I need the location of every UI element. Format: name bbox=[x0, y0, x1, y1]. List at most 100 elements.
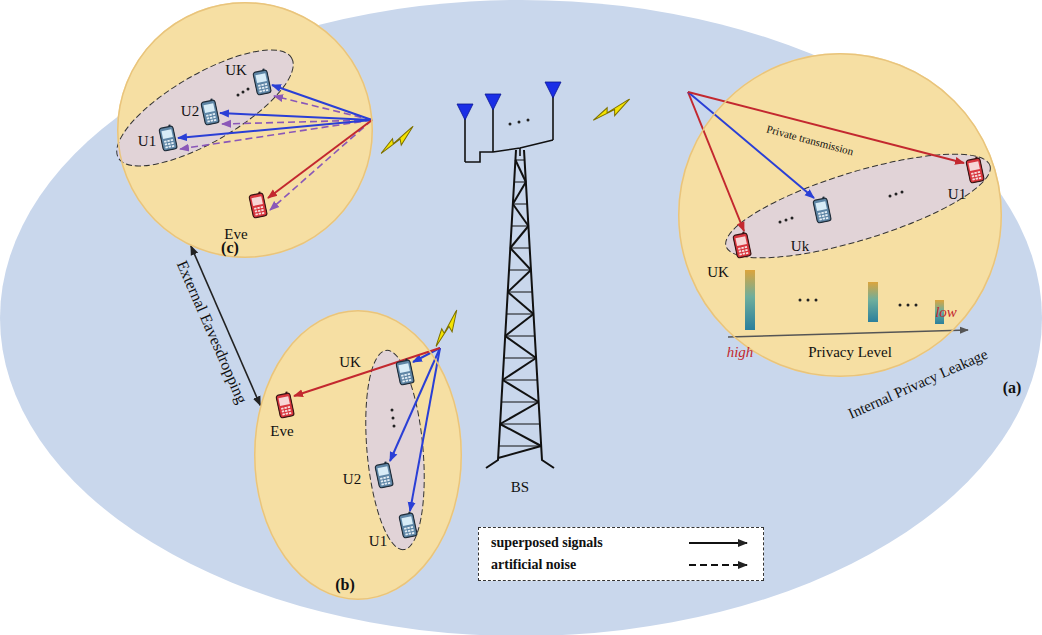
superposed-signal bbox=[688, 92, 964, 163]
ellipsis-dots bbox=[509, 123, 512, 126]
antenna-array bbox=[552, 96, 554, 140]
bs-tower bbox=[503, 380, 538, 381]
bs-tower bbox=[510, 248, 529, 249]
bs-tower bbox=[504, 358, 536, 359]
bs-label: BS bbox=[511, 479, 529, 496]
superposed-signal bbox=[410, 348, 440, 511]
bs-tower bbox=[513, 204, 527, 205]
ellipsis-dots bbox=[518, 121, 521, 124]
user-phone bbox=[200, 98, 219, 125]
ellipsis-dots bbox=[791, 217, 794, 220]
antenna-array bbox=[545, 82, 561, 98]
ellipsis-dots bbox=[527, 119, 530, 122]
privacy-bar bbox=[745, 270, 944, 330]
privacy-bar bbox=[745, 270, 755, 330]
antenna-array bbox=[457, 104, 473, 120]
bs-tower bbox=[498, 446, 541, 458]
bs-tower bbox=[503, 358, 536, 380]
circle-outline bbox=[255, 311, 462, 600]
wireless-link bbox=[376, 126, 419, 154]
ellipsis-dots bbox=[391, 409, 394, 412]
ellipsis-dots bbox=[899, 304, 902, 307]
legend-text: artificial noise bbox=[491, 557, 576, 573]
user-phone bbox=[732, 231, 751, 258]
bs-tower bbox=[486, 150, 554, 468]
bs-tower bbox=[506, 314, 533, 315]
ellipsis-dots bbox=[889, 195, 892, 198]
ellipsis-dots bbox=[242, 91, 245, 94]
circle-outline bbox=[117, 2, 373, 258]
wireless-link bbox=[376, 99, 633, 347]
user-label: U1 bbox=[138, 133, 156, 150]
antenna-array bbox=[457, 82, 561, 120]
circle-outline bbox=[679, 54, 1002, 377]
panel-tag: (a) bbox=[1003, 379, 1022, 397]
ellipsis-dots bbox=[901, 191, 904, 194]
user-phone bbox=[965, 156, 984, 183]
bs-tower bbox=[515, 160, 524, 161]
user-label: U1 bbox=[369, 533, 387, 550]
user-label: Uk bbox=[791, 238, 809, 255]
superposed-signal bbox=[220, 113, 372, 120]
cluster-circle: (a) bbox=[678, 53, 1002, 377]
antenna-array bbox=[492, 108, 494, 152]
bs-tower bbox=[508, 292, 534, 314]
user-label: U2 bbox=[181, 103, 199, 120]
ellipsis-dots bbox=[237, 94, 240, 97]
ellipsis-dots bbox=[915, 304, 918, 307]
bs-tower bbox=[505, 336, 536, 358]
circle-outline bbox=[118, 3, 373, 258]
axis-title: Privacy Level bbox=[808, 344, 892, 361]
user-label: U1 bbox=[948, 186, 966, 203]
legend-text: superposed signals bbox=[491, 535, 603, 551]
cluster-fill bbox=[678, 53, 1002, 377]
ellipsis-dots bbox=[393, 425, 396, 428]
bs-tower bbox=[508, 270, 531, 292]
axis-end-label: high bbox=[727, 344, 754, 361]
antenna-array bbox=[464, 118, 466, 162]
bs-tower bbox=[486, 150, 554, 468]
user-phone bbox=[158, 68, 984, 538]
user-phone bbox=[812, 196, 831, 223]
legend-sample bbox=[687, 559, 751, 571]
user-group bbox=[101, 29, 308, 188]
superposed-signal bbox=[294, 348, 440, 396]
legend-sample bbox=[687, 537, 751, 549]
edge-label: External Eavesdropping bbox=[173, 257, 251, 405]
wireless-link bbox=[591, 99, 633, 121]
ellipsis-dots bbox=[895, 193, 898, 196]
user-group bbox=[716, 133, 1000, 279]
privacy-axis bbox=[728, 330, 968, 337]
legend-sample bbox=[689, 542, 747, 544]
wireless-link bbox=[426, 309, 466, 346]
user-phone bbox=[398, 511, 417, 538]
bs-tower bbox=[510, 248, 531, 270]
bs-tower bbox=[515, 160, 525, 182]
antenna-array bbox=[485, 94, 501, 110]
bs-tower bbox=[514, 182, 526, 183]
panel-tag: (b) bbox=[335, 576, 355, 594]
ellipsis-dots bbox=[807, 299, 810, 302]
superposed-signal bbox=[390, 348, 440, 461]
bs-tower bbox=[505, 314, 533, 336]
superposed-signal bbox=[268, 120, 372, 198]
user-group bbox=[101, 29, 1000, 553]
legend-entry: artificial noise bbox=[491, 554, 751, 576]
cluster-fill bbox=[254, 310, 462, 600]
ellipsis-dots bbox=[247, 88, 250, 91]
user-label: UK bbox=[225, 62, 247, 79]
cluster-circle: (b) bbox=[254, 310, 462, 600]
bs-tower bbox=[501, 402, 538, 403]
bs-tower bbox=[503, 380, 539, 402]
circle-outline bbox=[678, 53, 1002, 377]
bs-tower bbox=[512, 226, 529, 227]
user-phone bbox=[248, 191, 267, 218]
ellipsis-dots bbox=[815, 299, 818, 302]
antenna-array bbox=[465, 96, 553, 162]
bs-tower bbox=[508, 292, 532, 293]
bs-tower bbox=[500, 424, 540, 425]
bs-tower bbox=[509, 270, 531, 271]
bs-tower bbox=[499, 446, 541, 447]
user-label: UK bbox=[339, 354, 361, 371]
